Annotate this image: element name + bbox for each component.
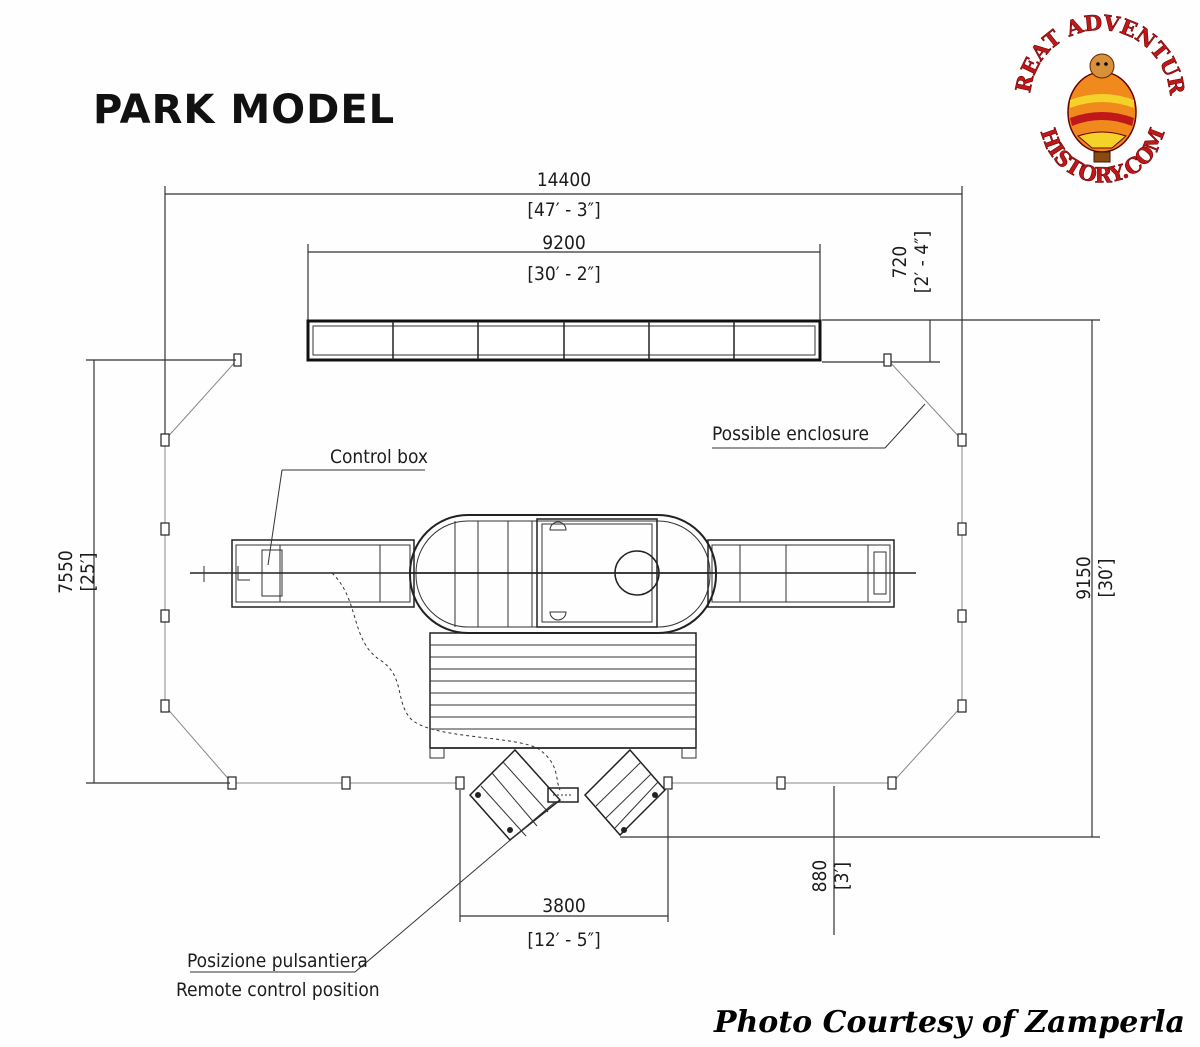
dimension-lights-width: 9200 [30′ - 2″] [307,232,821,320]
dimension-left-depth: 7550 [25′] [55,359,236,784]
dimension-right-depth: 9150 [30′] [620,320,1117,838]
lights-offset-value: 720 [889,246,911,279]
stairs-left [468,748,562,842]
right-depth-imperial: [30′] [1095,559,1117,598]
stair-depth-value: 880 [809,860,831,893]
remote-control-box [547,787,579,803]
remote-control-callout: Posizione pulsantiera Remote control pos… [176,801,556,1001]
dimension-lights-offset: 720 [2′ - 4″] [822,231,1100,363]
ride-capsule [409,514,717,634]
photo-credit: Photo Courtesy of Zamperla [713,1005,1185,1040]
control-cable [331,572,561,791]
overall-width-value: 14400 [537,169,591,191]
left-depth-imperial: [25′] [77,553,99,592]
control-box-label: Control box [330,446,428,468]
stair-width-value: 3800 [542,895,586,917]
remote-control-label-en: Remote control position [176,979,380,1001]
dimension-stair-depth: 880 [3′] [809,786,853,935]
possible-enclosure-callout: Possible enclosure [712,403,926,449]
lights-offset-imperial: [2′ - 4″] [911,231,933,293]
stair-depth-imperial: [3′] [831,862,853,890]
control-box-callout: Control box [267,446,428,566]
dimension-overall-width: 14400 [47′ - 3″] [164,169,963,440]
lights-width-value: 9200 [542,232,586,254]
dimension-stair-width: 3800 [12′ - 5″] [459,790,669,951]
light-row [306,319,822,362]
stair-width-imperial: [12′ - 5″] [527,929,600,951]
left-depth-value: 7550 [55,550,77,594]
page-title: PARK MODEL [93,87,395,133]
logo-top-text: GREAT ADVENTURE [0,0,1190,97]
overall-width-imperial: [47′ - 3″] [527,199,600,221]
possible-enclosure-label: Possible enclosure [712,423,869,445]
balloon-icon [1067,53,1137,163]
possible-enclosure-outline [160,353,967,790]
stairs-right [583,748,667,837]
right-depth-value: 9150 [1073,556,1095,600]
loading-platform [429,632,697,759]
remote-control-label-it: Posizione pulsantiera [187,950,368,972]
lights-width-imperial: [30′ - 2″] [527,263,600,285]
